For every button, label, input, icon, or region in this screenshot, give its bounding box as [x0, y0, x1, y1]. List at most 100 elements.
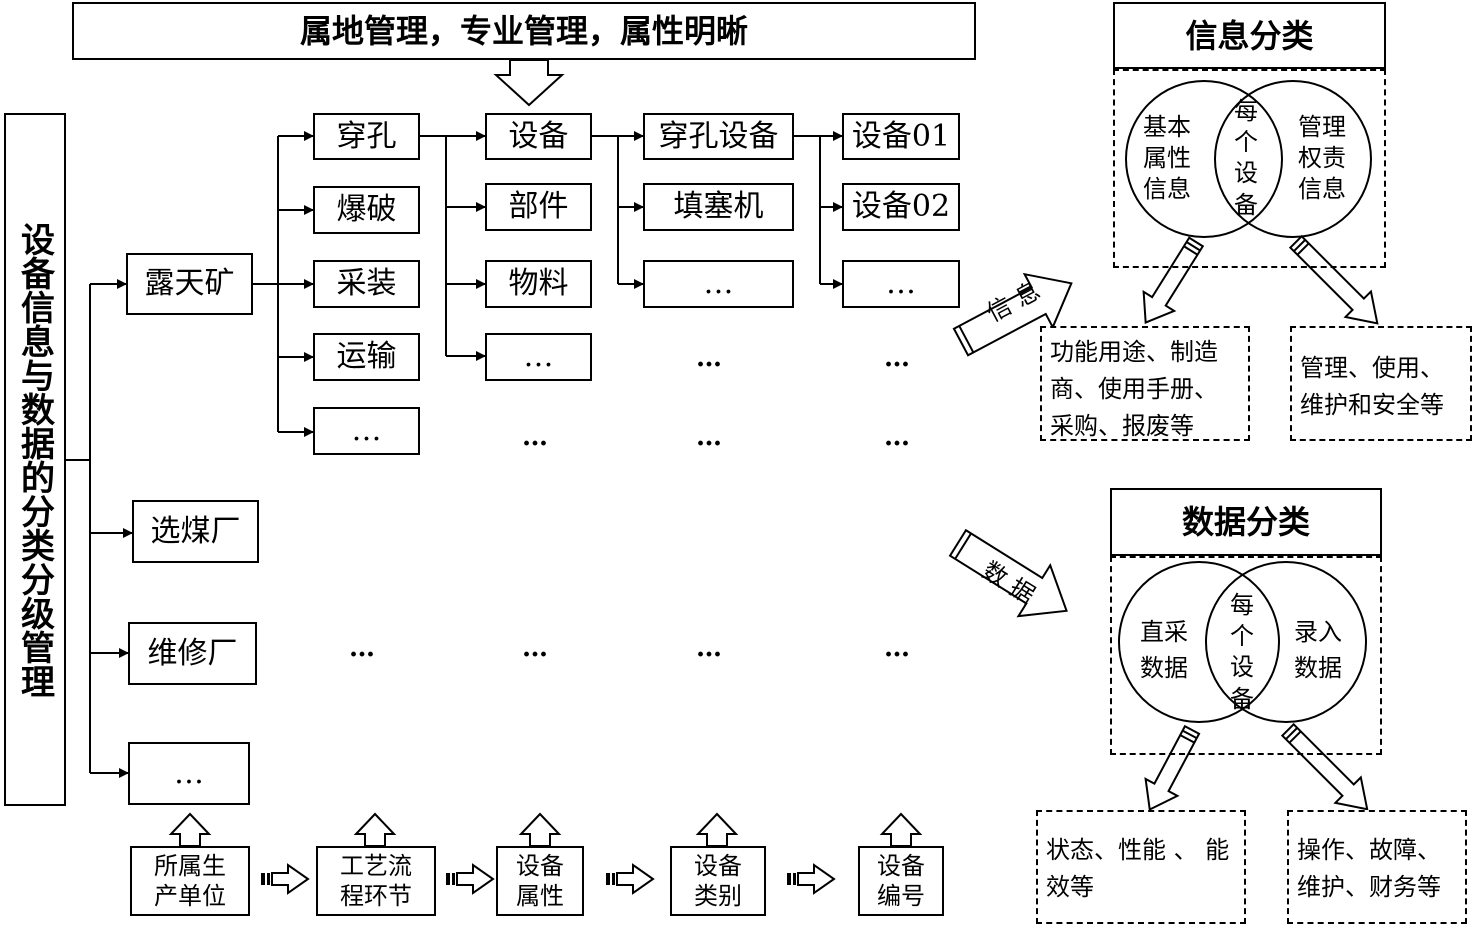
main-title: 设备信息与数据的分类分级管理	[14, 221, 55, 698]
num-equipment-02: 设备02	[842, 183, 960, 231]
data-panel-frame	[1110, 556, 1382, 755]
data-left-circle-text: 直采 数据	[1140, 614, 1188, 686]
cat-label: 穿孔设备	[658, 118, 779, 154]
info-right-circle-text: 管理 权责 信息	[1298, 112, 1346, 206]
process-more: …	[313, 407, 420, 455]
flow-production-unit: 所属生 产单位	[130, 846, 250, 916]
info-right-circle	[1214, 80, 1372, 238]
process-drilling: 穿孔	[313, 113, 420, 160]
info-left-detail: 功能用途、制造 商、使用手册、 采购、报废等	[1040, 326, 1250, 441]
circle-line: 数据	[1294, 654, 1342, 682]
unit-label: …	[174, 755, 204, 791]
cat-label: 填塞机	[673, 189, 764, 224]
circle-line: 录入	[1294, 618, 1342, 646]
process-label: 采装	[336, 266, 397, 301]
cat-label: …	[703, 266, 734, 301]
num-label: 设备02	[851, 189, 951, 224]
flow-label-line1: 设备	[516, 852, 564, 880]
unit-label: 选煤厂	[150, 513, 241, 549]
info-left-circle	[1125, 80, 1283, 238]
attr-label: 设备	[508, 118, 569, 154]
attr-label: 物料	[508, 266, 569, 301]
detail-line: 功能用途、制造	[1050, 338, 1218, 366]
info-left-circle-text: 基本 属性 信息	[1143, 112, 1191, 206]
detail-line: 维护、财务等	[1297, 873, 1441, 902]
data-right-circle-text: 录入 数据	[1294, 614, 1342, 686]
data-right-detail: 操作、故障、 维护、财务等	[1287, 810, 1467, 924]
circle-line: 信息	[1298, 175, 1346, 204]
flow-label-line1: 设备	[694, 852, 742, 880]
data-big-arrow	[948, 528, 1068, 618]
process-label: 穿孔	[336, 118, 397, 154]
data-panel-title: 数据分类	[1110, 488, 1382, 556]
flow-label-line2: 程环节	[340, 882, 412, 910]
ellipsis: …	[696, 633, 723, 663]
data-right-circle	[1205, 561, 1367, 723]
flow-arrow-4	[787, 863, 836, 895]
num-more: …	[842, 260, 960, 308]
flow-arrow-2	[446, 863, 495, 895]
process-loading: 采装	[313, 260, 420, 308]
unit-repair: 维修厂	[128, 622, 257, 685]
top-banner: 属地管理，专业管理，属性明晰	[72, 2, 976, 60]
flow-equipment-number: 设备 编号	[858, 846, 944, 916]
flow-arrow-1	[261, 863, 310, 895]
circle-line: 直采	[1140, 618, 1188, 646]
detail-line: 管理、使用、	[1300, 354, 1444, 382]
flow-process-step: 工艺流 程环节	[316, 846, 436, 916]
flow-label-line1: 所属生	[154, 852, 226, 880]
process-blasting: 爆破	[313, 186, 420, 234]
cat-stemming-machine: 填塞机	[643, 183, 794, 231]
detail-line: 操作、故障、	[1297, 836, 1441, 864]
unit-more: …	[128, 742, 250, 805]
num-label: …	[886, 266, 916, 301]
flow-equipment-category: 设备 类别	[670, 846, 766, 916]
info-panel-frame	[1113, 69, 1386, 268]
flow-label-line2: 属性	[516, 882, 564, 910]
detail-line: 效等	[1046, 873, 1094, 902]
ellipsis: …	[884, 422, 911, 452]
unit-open-pit: 露天矿	[126, 253, 253, 315]
data-left-detail: 状态、性能 、 能 效等	[1036, 810, 1246, 924]
flow-arrow-3	[606, 863, 655, 895]
data-overlap-text: 每个设备	[1230, 590, 1254, 715]
circle-line: 属性	[1143, 144, 1191, 173]
info-right-down-arrow	[1288, 234, 1379, 325]
flow-label-line2: 编号	[877, 882, 925, 910]
main-title-box: 设备信息与数据的分类分级管理	[4, 113, 66, 806]
cat-more: …	[643, 260, 794, 308]
overlap-label: 每个设备	[1234, 97, 1258, 219]
ellipsis: …	[696, 343, 723, 373]
data-panel-title-text: 数据分类	[1181, 503, 1310, 541]
info-big-arrow	[952, 272, 1073, 357]
attr-label: 部件	[508, 189, 569, 224]
attr-more: …	[485, 333, 592, 381]
attr-component: 部件	[485, 183, 592, 231]
info-panel-title-text: 信息分类	[1185, 16, 1314, 55]
cat-drill-equipment: 穿孔设备	[643, 113, 794, 160]
circle-line: 数据	[1140, 654, 1188, 682]
attr-equipment: 设备	[485, 113, 592, 160]
info-right-detail: 管理、使用、 维护和安全等	[1290, 326, 1472, 441]
up-arrow-4	[695, 812, 739, 847]
attr-label: …	[523, 339, 554, 374]
unit-label: 维修厂	[147, 635, 238, 671]
num-equipment-01: 设备01	[842, 113, 960, 160]
flow-label-line1: 设备	[877, 852, 925, 880]
ellipsis: …	[696, 422, 723, 452]
ellipsis: …	[522, 633, 549, 663]
process-transport: 运输	[313, 333, 420, 381]
info-left-down-arrow	[1142, 236, 1205, 325]
data-left-circle	[1118, 561, 1280, 723]
up-arrow-5	[879, 812, 923, 847]
flow-label-line1: 工艺流	[340, 852, 412, 880]
info-overlap-text: 每个设备	[1234, 96, 1258, 221]
flow-equipment-attribute: 设备 属性	[496, 846, 584, 916]
up-arrow-1	[168, 812, 212, 847]
unit-label: 露天矿	[144, 266, 235, 301]
ellipsis: …	[884, 343, 911, 373]
process-label: …	[351, 413, 382, 448]
circle-line: 信息	[1143, 175, 1191, 204]
detail-line: 维护和安全等	[1300, 391, 1444, 420]
